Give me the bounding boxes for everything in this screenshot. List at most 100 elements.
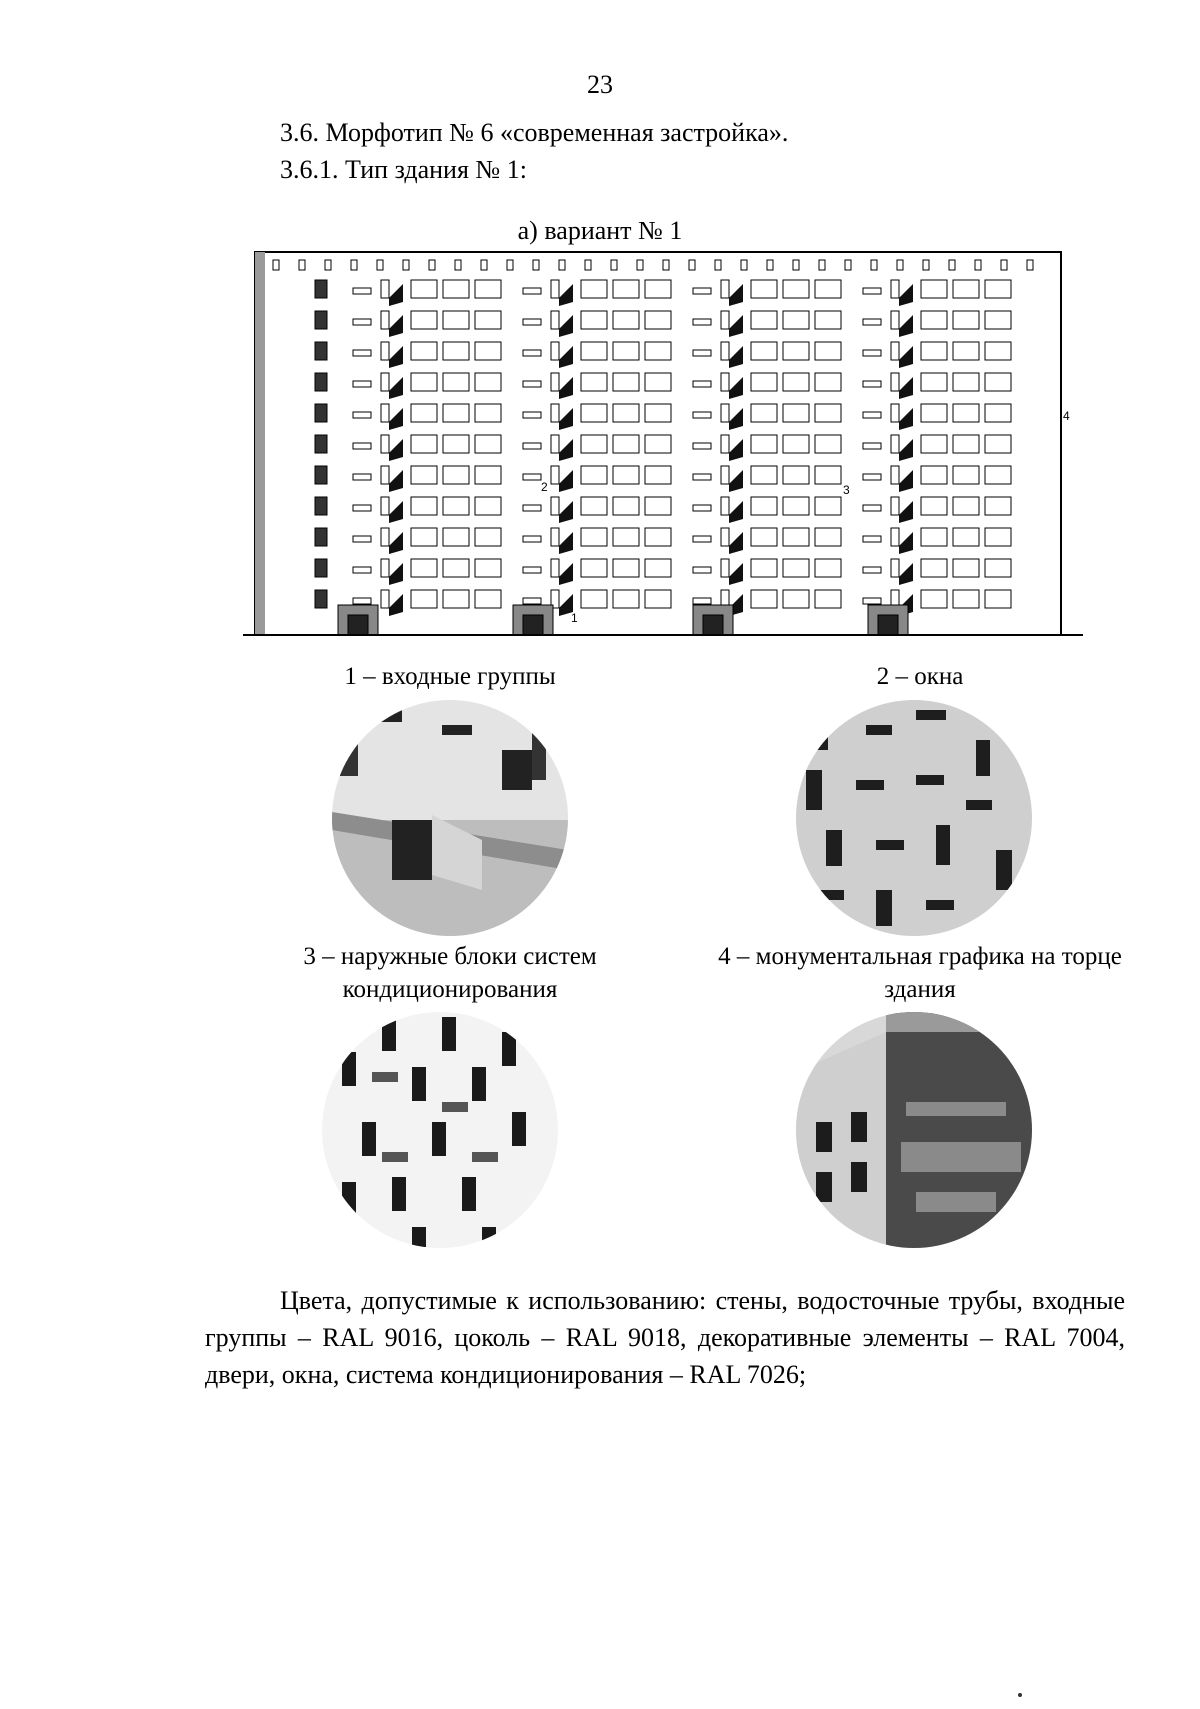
triple-window bbox=[814, 589, 842, 609]
decorative-wedge bbox=[389, 532, 403, 554]
small-window bbox=[692, 380, 712, 388]
small-window bbox=[352, 473, 372, 481]
decorative-wedge bbox=[559, 315, 573, 337]
decorative-wedge bbox=[389, 408, 403, 430]
decorative-wedge bbox=[899, 532, 913, 554]
narrow-window bbox=[380, 310, 390, 330]
decorative-wedge bbox=[559, 377, 573, 399]
triple-window bbox=[644, 496, 672, 516]
narrow-window bbox=[380, 589, 390, 609]
triple-window bbox=[952, 310, 980, 330]
triple-window bbox=[410, 496, 438, 516]
triple-window bbox=[920, 496, 948, 516]
parapet-window bbox=[324, 259, 332, 271]
parapet-window bbox=[428, 259, 436, 271]
triple-window bbox=[474, 496, 502, 516]
triple-window bbox=[474, 558, 502, 578]
small-window bbox=[862, 349, 882, 357]
triple-window bbox=[612, 465, 640, 485]
caption-monumental-graphics-line2: здания bbox=[884, 976, 956, 1003]
narrow-window bbox=[890, 341, 900, 361]
stair-window bbox=[314, 341, 328, 361]
triple-window bbox=[580, 310, 608, 330]
decorative-wedge bbox=[389, 315, 403, 337]
decorative-wedge bbox=[899, 408, 913, 430]
parapet-window bbox=[896, 259, 904, 271]
small-window bbox=[522, 535, 542, 543]
triple-window bbox=[612, 589, 640, 609]
decorative-wedge bbox=[559, 470, 573, 492]
triple-window bbox=[580, 496, 608, 516]
small-window bbox=[522, 287, 542, 295]
narrow-window bbox=[890, 372, 900, 392]
triple-window bbox=[782, 496, 810, 516]
small-window bbox=[352, 287, 372, 295]
decorative-wedge bbox=[559, 532, 573, 554]
decorative-wedge bbox=[729, 315, 743, 337]
building-facade-drawing: 2 3 4 1 bbox=[243, 250, 1083, 645]
stair-window bbox=[314, 465, 328, 485]
narrow-window bbox=[550, 496, 560, 516]
small-window bbox=[692, 535, 712, 543]
triple-window bbox=[580, 403, 608, 423]
parapet-window bbox=[818, 259, 826, 271]
triple-window bbox=[920, 465, 948, 485]
decorative-wedge bbox=[389, 377, 403, 399]
decorative-wedge bbox=[389, 563, 403, 585]
decorative-wedge bbox=[729, 408, 743, 430]
triple-window bbox=[952, 527, 980, 547]
section-heading: 3.6. Морфотип № 6 «современная застройка… bbox=[280, 118, 789, 147]
small-window bbox=[692, 504, 712, 512]
decorative-wedge bbox=[899, 377, 913, 399]
decorative-wedge bbox=[389, 470, 403, 492]
triple-window bbox=[474, 341, 502, 361]
stair-window bbox=[314, 403, 328, 423]
decorative-wedge bbox=[729, 346, 743, 368]
triple-window bbox=[984, 403, 1012, 423]
stair-window bbox=[314, 558, 328, 578]
parapet-window bbox=[792, 259, 800, 271]
narrow-window bbox=[380, 279, 390, 299]
triple-window bbox=[750, 527, 778, 547]
page-number: 23 bbox=[587, 70, 613, 99]
triple-window bbox=[750, 465, 778, 485]
marker-4: 4 bbox=[1063, 409, 1070, 423]
small-window bbox=[522, 566, 542, 574]
narrow-window bbox=[380, 496, 390, 516]
entrance-door bbox=[702, 614, 724, 636]
triple-window bbox=[410, 558, 438, 578]
parapet-window bbox=[844, 259, 852, 271]
triple-window bbox=[442, 527, 470, 547]
triple-window bbox=[580, 527, 608, 547]
triple-window bbox=[920, 341, 948, 361]
stair-window bbox=[314, 434, 328, 454]
small-window bbox=[352, 380, 372, 388]
triple-window bbox=[474, 279, 502, 299]
decorative-wedge bbox=[559, 408, 573, 430]
decorative-wedge bbox=[899, 501, 913, 523]
parapet-window bbox=[948, 259, 956, 271]
triple-window bbox=[474, 372, 502, 392]
triple-window bbox=[920, 279, 948, 299]
triple-window bbox=[612, 403, 640, 423]
triple-window bbox=[984, 279, 1012, 299]
decorative-wedge bbox=[389, 346, 403, 368]
parapet-window bbox=[480, 259, 488, 271]
triple-window bbox=[442, 403, 470, 423]
marker-1: 1 bbox=[571, 611, 578, 625]
triple-window bbox=[782, 310, 810, 330]
variant-label: а) вариант № 1 bbox=[517, 216, 683, 245]
decorative-wedge bbox=[899, 563, 913, 585]
triple-window bbox=[814, 465, 842, 485]
triple-window bbox=[920, 403, 948, 423]
small-window bbox=[522, 473, 542, 481]
narrow-window bbox=[550, 279, 560, 299]
triple-window bbox=[782, 589, 810, 609]
narrow-window bbox=[720, 372, 730, 392]
narrow-window bbox=[380, 527, 390, 547]
small-window bbox=[692, 318, 712, 326]
triple-window bbox=[952, 341, 980, 361]
small-window bbox=[862, 566, 882, 574]
narrow-window bbox=[380, 372, 390, 392]
caption-monumental-graphics: 4 – монументальная графика на торце здан… bbox=[680, 940, 1160, 1006]
